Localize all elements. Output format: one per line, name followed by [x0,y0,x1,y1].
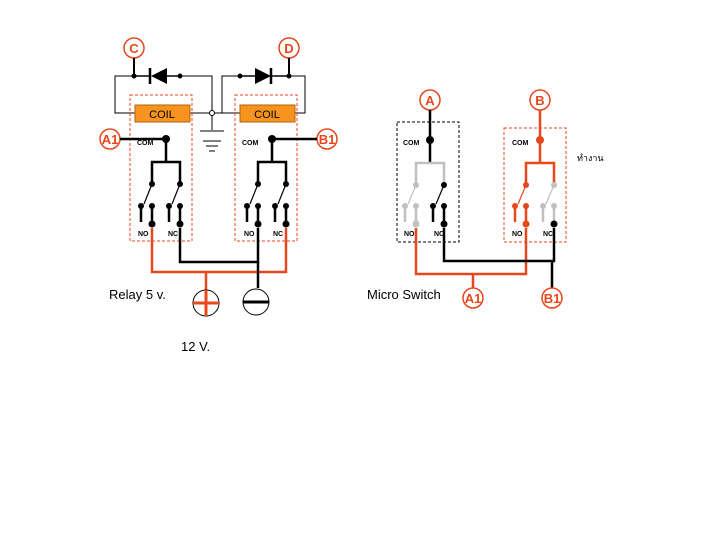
relay-caption: Relay 5 v. [109,287,166,302]
switch-left-com-label: COM [403,140,420,147]
switch-caption: Micro Switch [367,287,441,302]
diode-right-symbol [237,68,289,84]
switch-right-com-label: COM [512,140,529,147]
minus-terminal-icon [242,288,270,316]
relay-right-housing [234,94,298,242]
relay-left-no-label: NO [138,231,149,238]
coil-junction-node [209,110,215,116]
relay-right-com-label: COM [242,140,259,147]
relay-left-nc-label: NC [168,231,178,238]
switch-left-no-label: NO [404,231,415,238]
coil-right: COIL [239,104,296,123]
relay-section: C D [99,37,338,354]
active-state-label: ทำงาน [577,153,604,164]
terminal-a1-relay: A1 [99,128,121,150]
switch-left-nc-label: NC [434,231,444,238]
coil-left-label: COIL [149,109,175,121]
terminal-d-label: D [284,41,293,56]
terminal-d: D [278,37,300,79]
terminal-b1-switch: B1 [541,287,563,309]
terminal-a1-switch-label: A1 [465,291,482,306]
relay-right-nodes [244,135,290,228]
terminal-a-label: A [425,93,435,108]
relay-left-contacts [120,137,182,222]
terminal-b1-relay: B1 [316,128,338,150]
switch-section: A B COM NO NC [367,89,604,309]
terminal-a1-relay-label: A1 [102,132,119,147]
relay-left-com-label: COM [137,140,154,147]
switch-output-wiring [414,228,556,288]
terminal-b-label: B [535,93,544,108]
terminal-a: A [419,89,441,111]
terminal-b: B [529,89,551,111]
switch-right-contacts [513,110,556,222]
relay-left-housing [129,94,193,242]
switch-left-nodes [402,136,448,228]
relay-right-no-label: NO [244,231,255,238]
relay-right-contacts [245,137,317,222]
relay-right-nc-label: NC [273,231,283,238]
relay-supply-wiring [150,228,288,290]
diode-left-symbol [134,68,183,84]
switch-left-housing [396,121,460,243]
terminal-a1-switch: A1 [462,287,484,309]
coil-right-label: COIL [254,109,280,121]
terminal-c: C [123,37,145,79]
switch-right-no-label: NO [512,231,523,238]
switch-right-housing [503,127,567,243]
coil-wiring [114,75,306,130]
switch-right-nc-label: NC [543,231,553,238]
relay-left-nodes [138,135,184,228]
terminal-b1-switch-label: B1 [544,291,561,306]
switch-right-nodes [512,136,558,228]
supply-voltage-label: 12 V. [181,339,210,354]
ground-icon [200,130,224,152]
switch-left-contacts [403,110,446,222]
terminal-c-label: C [129,41,139,56]
coil-left: COIL [134,104,191,123]
plus-terminal-icon [192,289,220,317]
terminal-b1-relay-label: B1 [319,132,336,147]
